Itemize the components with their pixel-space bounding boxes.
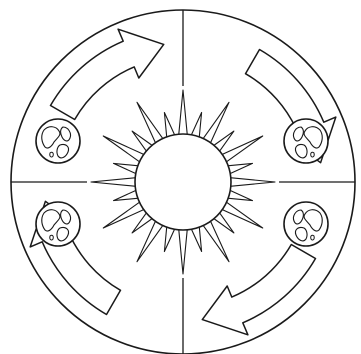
sun-icon [87, 86, 279, 278]
earth-globe-icon [284, 119, 328, 163]
earth-globe-icon [36, 119, 80, 163]
sun-disc [135, 134, 231, 230]
earth-globe-icon [284, 202, 328, 246]
earth-globe-icon [36, 202, 80, 246]
